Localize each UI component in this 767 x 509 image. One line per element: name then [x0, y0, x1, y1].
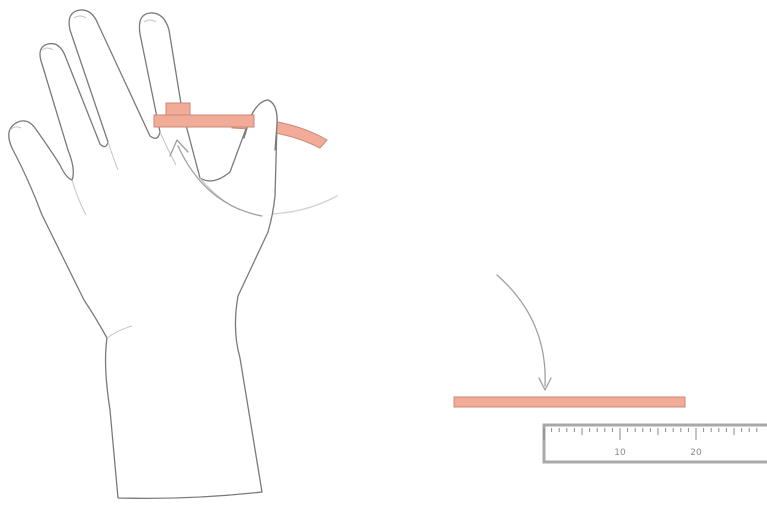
ruler-label-20: 20 [690, 448, 702, 458]
paper-strip-wrap [154, 115, 254, 127]
paper-strip-overlap-tab [166, 103, 190, 115]
hand-outline [9, 10, 277, 498]
down-arrow [497, 275, 545, 386]
unrolled-paper-strip [454, 397, 685, 407]
ruler-label-10: 10 [614, 448, 626, 458]
